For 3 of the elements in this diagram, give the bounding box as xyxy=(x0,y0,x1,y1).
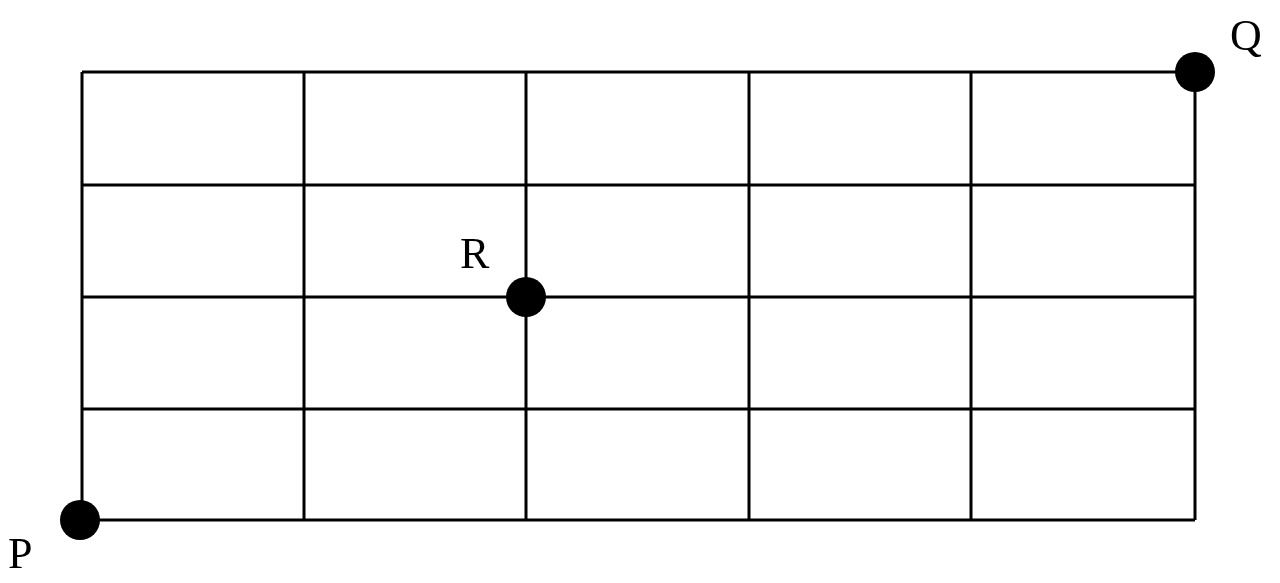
point-label: P xyxy=(8,532,33,576)
point-label: R xyxy=(460,232,490,276)
point-label: Q xyxy=(1230,14,1262,58)
